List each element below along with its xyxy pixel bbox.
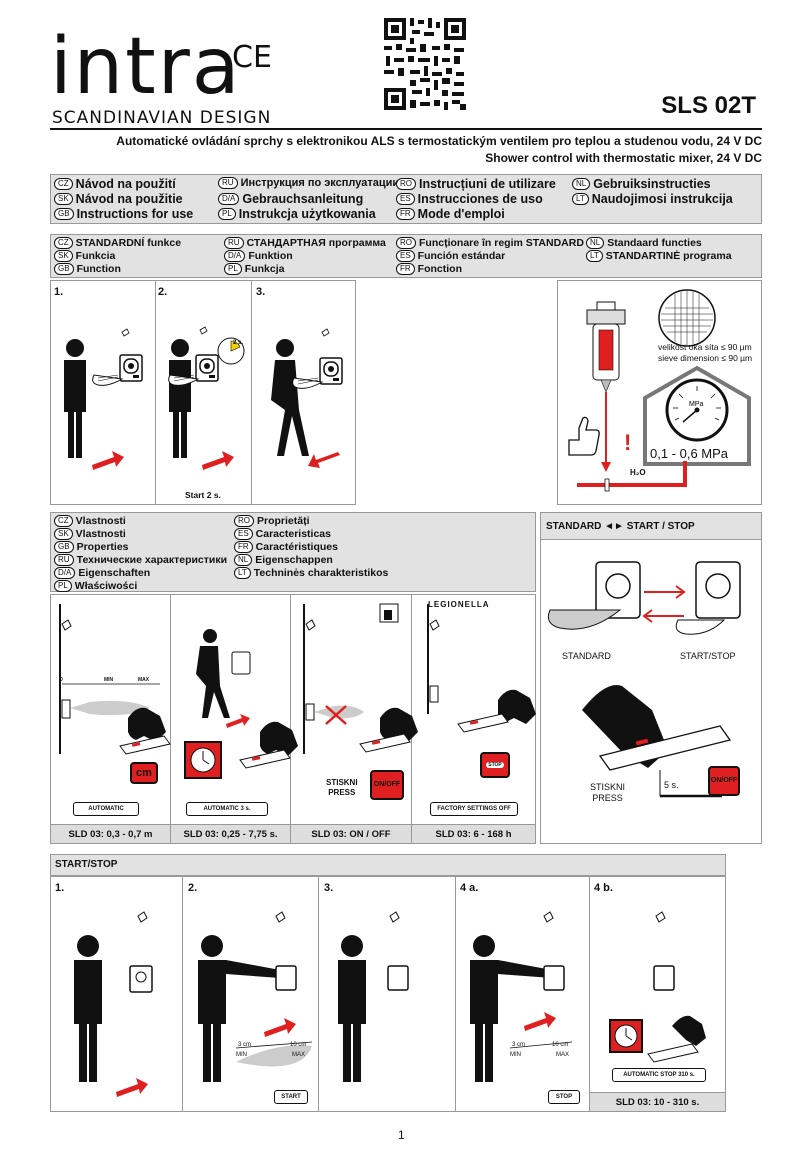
press-label: STISKNI PRESS (326, 778, 358, 797)
step-2-number: 2. (158, 286, 168, 298)
step-1-number: 1. (54, 286, 64, 298)
onoff-button: ON/OFF (370, 770, 404, 800)
water-label: H₂O (630, 468, 646, 477)
filter-pressure-illustration: MPa (568, 289, 751, 492)
ce-mark: CE (232, 40, 272, 75)
timer-label: 2 s. (233, 340, 243, 346)
standard-label: STANDARD (562, 651, 611, 661)
qr-code (382, 16, 468, 112)
startstop-illustration (74, 911, 706, 1097)
legionella-label: LEGIONELLA (428, 600, 490, 609)
automatic-button: AUTOMATIC (73, 802, 139, 816)
onoff-button-2: ON/OFF (708, 766, 740, 796)
standard-startstop-illustration (547, 561, 741, 798)
ss-min-a: MIN (236, 1052, 247, 1058)
ss-step-4b: 4 b. (594, 882, 613, 894)
range-zero: 0 (60, 677, 63, 683)
startstop-band (50, 854, 726, 876)
ss-step-4a: 4 a. (460, 882, 479, 894)
standard-startstop-title: STANDARD ◄► START / STOP (546, 521, 695, 532)
range-min: MIN (104, 677, 114, 683)
automatic-3s-button: AUTOMATIC 3 s. (186, 802, 268, 816)
properties-band (50, 512, 536, 592)
ss-cm3-b: 3 cm (512, 1042, 526, 1048)
subtitle-cz: Automatické ovládání sprchy s elektronik… (116, 134, 762, 148)
factory-settings-button: FACTORY SETTINGS OFF (430, 802, 518, 816)
ss-step-1: 1. (55, 882, 65, 894)
sld-onoff: SLD 03: ON / OFF (291, 824, 411, 843)
pressure-range: 0,1 - 0,6 MPa (650, 446, 729, 461)
standard-steps-illustration: 2 s. (64, 326, 343, 470)
ss-cm3-a: 3 cm (238, 1042, 252, 1048)
sld-hours: SLD 03: 6 - 168 h (412, 824, 535, 843)
properties-illustration (59, 603, 536, 779)
sld-range-distance: SLD 03: 0,3 - 0,7 m (51, 824, 170, 843)
brand-tagline: SCANDINAVIAN DESIGN (52, 108, 272, 128)
brand-logo: intra (50, 22, 242, 112)
sld-startstop: SLD 03: 10 - 310 s. (590, 1092, 725, 1111)
cm-button: cm (130, 762, 158, 784)
start-2s-caption: Start 2 s. (185, 490, 221, 500)
hold-time-label: 5 s. (664, 780, 679, 790)
startstop-label: START/STOP (680, 651, 736, 661)
startstop-title: START/STOP (55, 859, 118, 870)
mesh-text: velikost oka síta ≤ 90 µm sieve dimensio… (658, 342, 753, 363)
sld-range-time: SLD 03: 0,25 - 7,75 s. (171, 824, 290, 843)
stop-button-2: STOP (548, 1090, 580, 1104)
page-number: 1 (398, 1128, 405, 1142)
warning-exclaim: ! (624, 430, 632, 455)
step-3-number: 3. (256, 286, 266, 298)
press-label-2: STISKNI PRESS (590, 782, 626, 803)
model-number: SLS 02T (661, 92, 756, 119)
ss-max-a: MAX (292, 1052, 306, 1058)
ss-cm10-b: 10 cm (552, 1042, 569, 1048)
header-divider (50, 128, 762, 130)
range-max: MAX (138, 677, 150, 683)
ss-max-b: MAX (556, 1052, 570, 1058)
ss-step-3: 3. (324, 882, 334, 894)
stop-button: STOP (480, 752, 510, 778)
subtitle-en: Shower control with thermostatic mixer, … (485, 151, 762, 165)
gauge-unit: MPa (689, 401, 704, 408)
ss-cm10-a: 10 cm (290, 1042, 307, 1048)
start-button: START (274, 1090, 308, 1104)
ss-step-2: 2. (188, 882, 198, 894)
automatic-stop-button: AUTOMATIC STOP 310 s. (612, 1068, 706, 1082)
ss-min-b: MIN (510, 1052, 521, 1058)
